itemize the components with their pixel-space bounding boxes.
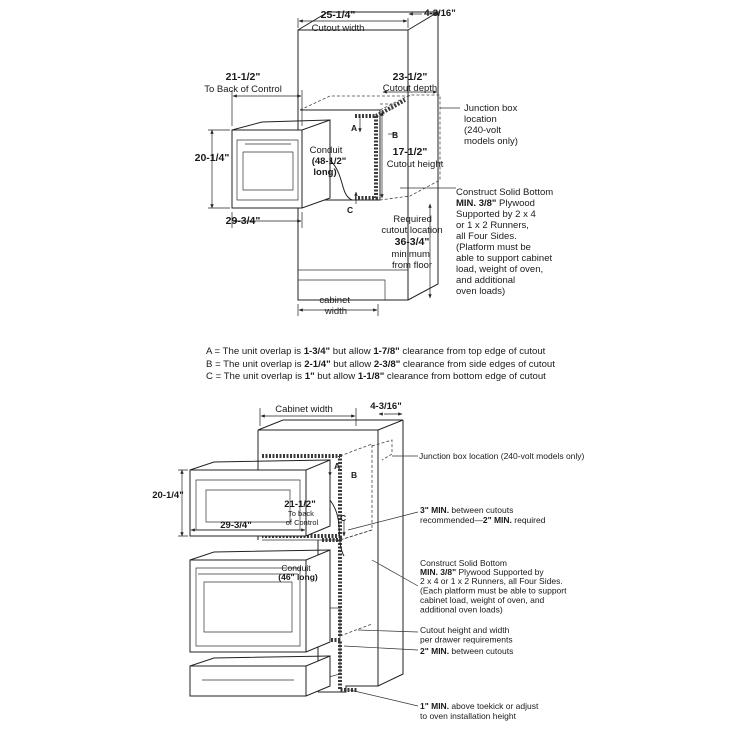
bottom-platform-line1: Construct Solid Bottom xyxy=(420,558,507,568)
top-conduit-label: Conduit xyxy=(310,145,343,156)
bottom-platform-rest: 2 x 4 or 1 x 2 Runners, all Four Sides. … xyxy=(420,576,569,615)
bottom-cabinet-width-label: Cabinet width xyxy=(275,404,333,415)
top-side-offset: 4-3/16" xyxy=(424,8,455,19)
top-junction-box-label: Junction box location (240-volt models o… xyxy=(464,103,520,147)
top-cutout-depth-label: Cutout depth xyxy=(383,83,437,94)
top-min-from-floor-label: minimum from floor xyxy=(391,249,432,271)
top-platform-line1: Construct Solid Bottom xyxy=(456,187,553,198)
top-cutout-width-value: 25-1/4" xyxy=(321,9,356,21)
bottom-conduit-label: Conduit xyxy=(281,563,311,573)
bottom-min-between-cutouts: 2" MIN. between cutouts xyxy=(420,646,513,656)
top-cabinet-diagram: 25-1/4" Cutout width 4-3/16" 21-1/2" To … xyxy=(195,8,555,317)
bottom-cabinet-diagram: Cabinet width 4-3/16" Junction box locat… xyxy=(152,401,584,721)
top-cutout-depth-value: 23-1/2" xyxy=(393,71,428,83)
bottom-conduit-value: (46" long) xyxy=(278,572,318,582)
top-to-back-label: To Back of Control xyxy=(204,84,282,95)
top-unit-width: 29-3/4" xyxy=(226,215,261,227)
top-conduit-suffix: long) xyxy=(313,167,336,178)
bottom-dimensions xyxy=(178,408,419,707)
overlap-notes: A = The unit overlap is 1-3/4" but allow… xyxy=(206,346,555,384)
bottom-junction-box-label: Junction box location (240-volt models o… xyxy=(419,451,585,461)
top-unit-height: 20-1/4" xyxy=(195,152,230,164)
top-conduit-line xyxy=(329,159,353,201)
bottom-label-b: B xyxy=(351,470,357,480)
bottom-unit-height: 20-1/4" xyxy=(152,490,183,501)
bottom-drawer-requirements: Cutout height and width per drawer requi… xyxy=(420,625,513,645)
bottom-unit-width: 29-3/4" xyxy=(220,520,251,531)
note-b: B = The unit overlap is 2-1/4" but allow… xyxy=(206,358,555,370)
top-oven-unit xyxy=(231,119,331,209)
top-label-a: A xyxy=(351,123,357,133)
bottom-conduit-line xyxy=(329,499,345,557)
bottom-label-a: A xyxy=(334,461,340,471)
top-min-from-floor-value: 36-3/4" xyxy=(395,236,430,248)
note-c: C = The unit overlap is 1" but allow 1-1… xyxy=(206,371,546,383)
bottom-toekick-line1: 1" MIN. above toekick or adjust xyxy=(420,701,539,711)
bottom-between-cutouts: 3" MIN. between cutouts xyxy=(420,505,513,515)
bottom-side-offset: 4-3/16" xyxy=(370,401,401,412)
bottom-warming-drawer xyxy=(189,655,331,697)
bottom-label-c: C xyxy=(340,513,346,523)
top-cutout-height-value: 17-1/2" xyxy=(393,146,428,158)
bottom-recommended-required: recommended—2" MIN. required xyxy=(420,515,546,525)
top-conduit-value: (48-1/2" xyxy=(312,156,347,167)
top-label-b: B xyxy=(392,130,398,140)
top-cabinet-width-label: cabinet width xyxy=(319,295,352,317)
bottom-to-back-value: 21-1/2" xyxy=(284,499,315,510)
top-platform-line2: MIN. 3/8" Plywood xyxy=(456,198,535,209)
bottom-platform-line2: MIN. 3/8" Plywood Supported by xyxy=(420,567,544,577)
top-platform-rest: Supported by 2 x 4 or 1 x 2 Runners, all… xyxy=(456,209,555,297)
top-to-back-value: 21-1/2" xyxy=(226,71,261,83)
top-cutout xyxy=(299,94,441,201)
top-cutout-width-label: Cutout width xyxy=(312,23,365,34)
top-cutout-height-label: Cutout height xyxy=(387,159,444,170)
top-dimensions xyxy=(208,12,460,316)
bottom-lower-oven xyxy=(189,549,331,653)
top-required-location: Required cutout location xyxy=(381,214,442,236)
bottom-to-back-label: To back of Control xyxy=(286,509,319,527)
top-label-c: C xyxy=(347,205,353,215)
note-a: A = The unit overlap is 1-3/4" but allow… xyxy=(206,346,546,357)
bottom-toekick-line2: to oven installation height xyxy=(420,711,517,721)
